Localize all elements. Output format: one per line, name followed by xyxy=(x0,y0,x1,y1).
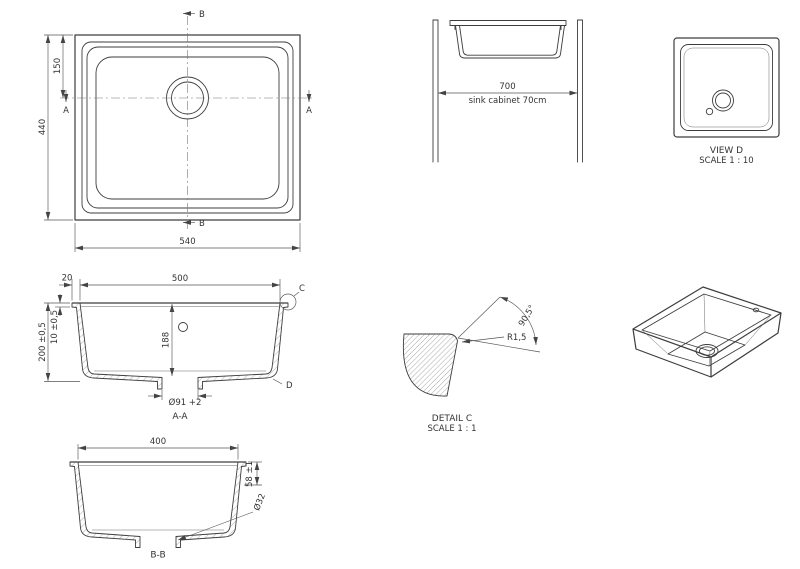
view-d-geometry xyxy=(673,37,780,138)
view-d-scale: SCALE 1 : 10 xyxy=(699,156,753,166)
section-aa-geometry xyxy=(71,302,289,390)
overflow-hole xyxy=(178,322,188,332)
section-b-label-bottom: B xyxy=(199,219,205,229)
viewd-drain-outer xyxy=(712,89,734,112)
top-view-dimensions: B B A A 440 150 540 xyxy=(38,10,312,252)
section-aa-material-right xyxy=(197,302,289,390)
iso-outer-body xyxy=(632,312,782,378)
viewd-outer-rect xyxy=(673,37,780,138)
view-d: VIEW D SCALE 1 : 10 xyxy=(673,37,780,166)
detail-c-title: DETAIL C xyxy=(432,414,472,424)
section-bb-title: B-B xyxy=(150,551,165,561)
dim-angle-905: 90,5° xyxy=(517,303,538,328)
bowl-outer-front xyxy=(455,25,565,59)
detail-c-material xyxy=(402,333,458,397)
detail-c-angle-arc xyxy=(499,296,538,346)
cabinet-wall-left xyxy=(432,19,439,163)
dim-10: 10 ±0,5 xyxy=(50,310,60,344)
cabinet-caption: sink cabinet 70cm xyxy=(469,96,547,106)
section-b-label-top: B xyxy=(199,10,205,20)
iso-drain-outer xyxy=(695,344,719,358)
section-bb-geometry xyxy=(69,461,247,548)
section-aa-title: A-A xyxy=(172,412,188,422)
detail-c: 90,5° R1,5 DETAIL C SCALE 1 : 1 xyxy=(402,296,541,434)
view-d-title: VIEW D xyxy=(710,146,743,156)
section-aa-material-left xyxy=(71,302,163,390)
iso-overflow-dot xyxy=(752,307,760,313)
dim-200: 200 ±0,5 xyxy=(38,322,48,362)
dim-58: 58 ±1 xyxy=(245,461,255,487)
bowl-inner-front xyxy=(459,25,561,56)
cabinet-dimensions: 700 sink cabinet 70cm xyxy=(437,82,578,106)
dim-drain-pipe-32: Ø32 xyxy=(251,492,268,512)
dim-540: 540 xyxy=(179,237,195,247)
isometric-view xyxy=(632,286,782,378)
iso-rim-inner xyxy=(641,293,772,352)
sink-rim-front xyxy=(449,20,567,26)
dim-150: 150 xyxy=(53,58,63,74)
viewd-drain-inner xyxy=(715,92,731,109)
callout-d-label: D xyxy=(286,381,293,391)
iso-bowl-edges xyxy=(641,293,772,367)
section-bb-material-left xyxy=(69,461,141,548)
callout-c-label: C xyxy=(299,284,305,294)
dim-drain-91: Ø91 +2 xyxy=(169,397,202,408)
viewd-pin-hole xyxy=(705,107,714,116)
section-a-label-right: A xyxy=(306,106,312,116)
dim-500: 500 xyxy=(172,274,188,284)
viewd-inner-rect xyxy=(680,44,773,131)
section-aa-dimensions: 500 20 10 ±0,5 200 ±0,5 188 Ø91 +2 C D xyxy=(38,274,305,409)
cabinet-front-view: 700 sink cabinet 70cm xyxy=(432,19,583,163)
viewd-inner-rect2 xyxy=(683,47,770,128)
section-a-label-left: A xyxy=(63,106,69,116)
detail-c-angle-leg xyxy=(457,296,501,339)
detail-c-callout-circle xyxy=(279,293,297,311)
dim-440: 440 xyxy=(38,119,48,135)
section-b-b: 400 58 ±1 Ø32 B-B xyxy=(69,437,268,561)
top-view: B B A A 440 150 540 xyxy=(38,10,314,252)
top-view-geometry xyxy=(60,16,314,230)
detail-c-scale: SCALE 1 : 1 xyxy=(427,424,476,434)
detail-c-ref-line xyxy=(457,337,541,353)
dim-20: 20 xyxy=(62,274,73,284)
cabinet-wall-right xyxy=(577,19,583,163)
iso-drain-inner xyxy=(699,346,715,356)
cabinet-geometry xyxy=(432,19,583,163)
dim-188: 188 xyxy=(162,332,172,348)
section-a-a: 500 20 10 ±0,5 200 ±0,5 188 Ø91 +2 C D xyxy=(38,274,305,423)
section-bb-material-right xyxy=(175,461,247,548)
dim-700: 700 xyxy=(499,82,515,92)
dim-radius-r15: R1,5 xyxy=(507,333,526,343)
mounting-clips xyxy=(454,25,562,30)
dim-400: 400 xyxy=(150,437,166,447)
